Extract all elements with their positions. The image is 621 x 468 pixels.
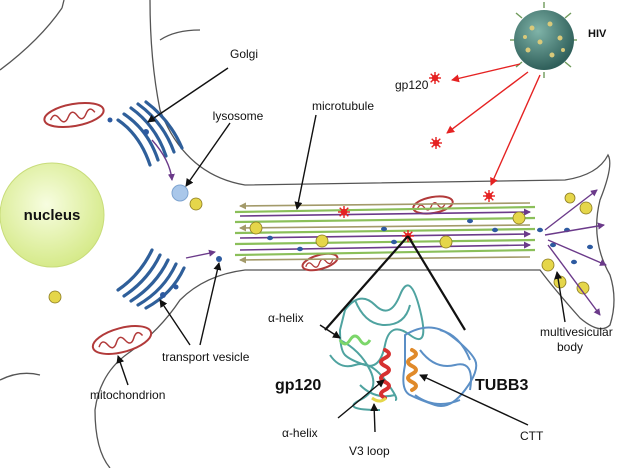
gp120-star bbox=[483, 190, 495, 202]
alpha-helix-top-label: α-helix bbox=[268, 311, 304, 325]
hiv-virion: HIV bbox=[510, 2, 607, 78]
label-pointers bbox=[116, 67, 566, 433]
multivesicular-pointer bbox=[554, 271, 566, 323]
hiv-release-arrows bbox=[446, 63, 541, 186]
transport-vesicle-pointer-1 bbox=[159, 299, 191, 346]
alpha-helix-bottom-pointer bbox=[337, 379, 385, 419]
golgi-apparatus-upper bbox=[116, 100, 184, 167]
gp120-top-label: gp120 bbox=[395, 78, 429, 92]
golgi-vesicles bbox=[107, 117, 222, 298]
labels: Golgi gp120 lysosome microtubule α-helix… bbox=[90, 47, 613, 458]
yellow-bodies bbox=[48, 192, 593, 304]
gp120-star bbox=[430, 137, 442, 149]
golgi-pointer bbox=[147, 67, 229, 123]
neuron-outline-upper bbox=[0, 0, 65, 71]
mitochondrion-pointer bbox=[116, 355, 129, 386]
v3-loop-pointer bbox=[370, 403, 379, 433]
mitochondrion-label: mitochondrion bbox=[90, 388, 165, 402]
nucleus: nucleus bbox=[0, 162, 105, 268]
multivesicular-label-line2: body bbox=[557, 340, 583, 354]
lysosome-label: lysosome bbox=[213, 109, 264, 123]
gp120-star bbox=[338, 206, 350, 218]
terminal-transport-arrows bbox=[151, 139, 607, 316]
mitochondrion-lower-left bbox=[91, 325, 153, 355]
alpha-helix-bottom-label: α-helix bbox=[282, 426, 318, 440]
ctt-pointer bbox=[419, 374, 529, 426]
gp120-particles bbox=[338, 72, 495, 242]
tubb3-ribbon bbox=[402, 326, 478, 407]
gp120-ribbon bbox=[329, 284, 425, 411]
nucleus-label: nucleus bbox=[24, 207, 81, 224]
v3-loop-label: V3 loop bbox=[349, 444, 390, 458]
hiv-label: HIV bbox=[588, 28, 607, 40]
zoom-lines bbox=[324, 235, 466, 331]
ctt-label: CTT bbox=[520, 429, 544, 443]
red-helix bbox=[379, 348, 391, 400]
multivesicular-label-line1: multivesicular bbox=[540, 325, 613, 339]
transport-vesicle-label: transport vesicle bbox=[162, 350, 250, 364]
gp120-bottom-label: gp120 bbox=[275, 377, 321, 394]
neuron-outline-soma-top bbox=[94, 0, 615, 468]
neighbor-cell-outline-2 bbox=[0, 372, 41, 381]
lysosome-pointer bbox=[185, 122, 231, 187]
gp120-star bbox=[429, 72, 441, 84]
golgi-label: Golgi bbox=[230, 47, 258, 61]
blue-vesicles-axon bbox=[267, 218, 593, 265]
mitochondrion-upper-left bbox=[43, 101, 105, 129]
neighbor-cell-outline bbox=[159, 29, 201, 41]
microtubule-bundle bbox=[234, 202, 536, 264]
alpha-helix-top-pointer bbox=[319, 324, 341, 339]
green-helix bbox=[338, 334, 372, 346]
golgi-apparatus-lower bbox=[116, 248, 186, 310]
orange-helix bbox=[406, 348, 418, 392]
transport-vesicle-pointer-2 bbox=[199, 262, 222, 346]
tubb3-label: TUBB3 bbox=[475, 377, 528, 394]
microtubule-label: microtubule bbox=[312, 99, 374, 113]
yellow-loop bbox=[371, 396, 388, 403]
lysosome bbox=[171, 184, 189, 202]
protein-structure bbox=[329, 284, 478, 411]
microtubule-pointer bbox=[294, 114, 317, 210]
mitochondrion-axon-lower bbox=[301, 252, 339, 272]
